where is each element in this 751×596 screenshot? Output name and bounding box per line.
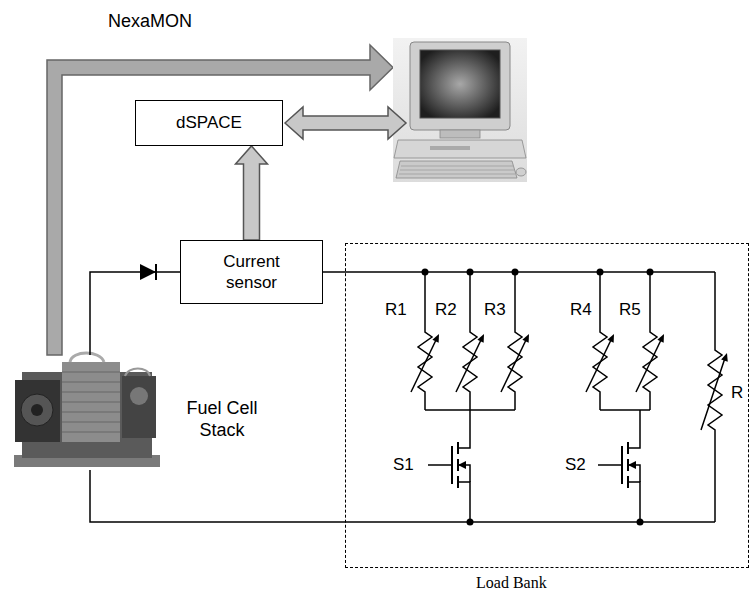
diode-symbol — [155, 264, 157, 280]
component-label: S1 — [393, 455, 414, 475]
node-text: Load Bank — [476, 574, 547, 592]
process-box: dSPACE — [135, 100, 283, 146]
wire-line — [90, 272, 180, 355]
component-label: R1 — [385, 300, 407, 320]
resistor-symbol — [593, 272, 607, 410]
nexamon-bus-arrow — [47, 45, 393, 355]
component-label: R — [731, 383, 743, 403]
diode-symbol — [140, 264, 156, 280]
component-label: R2 — [435, 300, 457, 320]
resistor-symbol — [708, 272, 722, 522]
component-label: R3 — [484, 300, 506, 320]
wire-line — [323, 271, 345, 273]
resistor-symbol — [463, 272, 477, 410]
wire-connector — [90, 264, 180, 355]
signal-block-arrow — [236, 146, 268, 240]
node-text: dSPACE — [176, 113, 242, 133]
wiring-marks — [422, 269, 728, 526]
resistor-symbol — [508, 272, 522, 410]
resistor-symbol — [643, 272, 657, 410]
resistor-symbol — [418, 272, 432, 410]
fuel-cell-stack: Fuel Cell Stack — [10, 355, 165, 470]
load-bank-wiring — [345, 272, 725, 522]
fuel-cell-illustration — [14, 353, 160, 467]
signal-block-arrow — [236, 146, 268, 240]
bus-label: NexaMON — [108, 10, 192, 32]
wire-line — [90, 470, 345, 522]
node-text: Current sensor — [212, 251, 292, 293]
data-link-arrow — [285, 107, 406, 139]
component-label: R4 — [570, 300, 592, 320]
wire-connector — [323, 272, 345, 273]
computer-illustration — [393, 38, 527, 182]
component-label: R5 — [619, 300, 641, 320]
load-bank-region: Load Bank — [345, 243, 749, 568]
wire-connector — [90, 470, 345, 522]
component-label: S2 — [565, 455, 586, 475]
node-text: Fuel Cell Stack — [172, 397, 272, 441]
process-box: Current sensor — [180, 240, 323, 304]
